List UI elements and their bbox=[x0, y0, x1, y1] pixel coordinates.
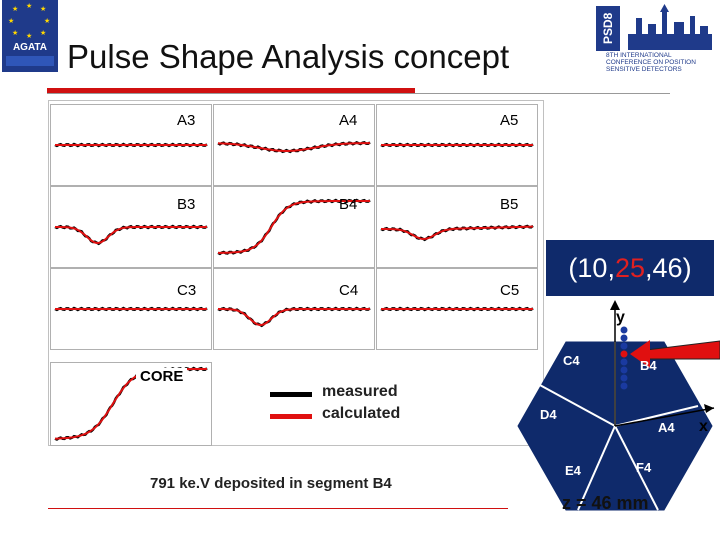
calculated-trace bbox=[55, 226, 207, 245]
hex-segment-e4: E4 bbox=[565, 463, 581, 478]
coord-open: ( bbox=[568, 252, 578, 283]
coord-sep-2: , bbox=[645, 252, 653, 283]
panel-label-b3: B3 bbox=[177, 196, 196, 213]
panel-label-a5: A5 bbox=[500, 112, 519, 129]
conference-text: 8TH INTERNATIONAL CONFERENCE ON POSITION… bbox=[606, 52, 696, 73]
hex-segment-a4: A4 bbox=[658, 420, 675, 435]
segment-divider-bottom-left bbox=[577, 425, 616, 511]
x-axis-label: x bbox=[699, 418, 708, 435]
signal-panel-a4 bbox=[213, 104, 375, 186]
panel-label-b4: B4 bbox=[339, 196, 358, 213]
title-rule bbox=[47, 93, 670, 94]
y-axis-label: y bbox=[616, 309, 625, 326]
depth-dots bbox=[620, 326, 628, 390]
coord-close: ) bbox=[682, 252, 692, 283]
measured-trace bbox=[54, 224, 208, 246]
agata-logo: ★ ★ ★ ★ ★ ★ ★ ★ AGATA bbox=[2, 0, 58, 72]
hex-segment-f4: F4 bbox=[636, 460, 652, 475]
x-axis bbox=[614, 407, 715, 427]
signal-panel-b4 bbox=[213, 186, 375, 268]
panel-label-c5: C5 bbox=[500, 282, 520, 299]
signal-panel-b3 bbox=[50, 186, 212, 268]
measured-swatch bbox=[270, 392, 312, 397]
calculated-label: calculated bbox=[322, 405, 401, 422]
signal-panel-a3 bbox=[50, 104, 212, 186]
coord-sep-1: , bbox=[607, 252, 615, 283]
bottom-rule bbox=[48, 508, 508, 509]
coordinate-box: (10,25,46) bbox=[546, 240, 714, 296]
panel-label-c4: C4 bbox=[339, 282, 359, 299]
segment-divider-bottom-right bbox=[614, 425, 659, 511]
agata-logo-text: AGATA bbox=[12, 42, 48, 53]
hex-segment-c4: C4 bbox=[563, 353, 580, 368]
coord-z: 46 bbox=[652, 252, 683, 283]
calculated-trace bbox=[217, 142, 370, 152]
segment-divider-right bbox=[614, 405, 699, 427]
calculated-trace bbox=[218, 308, 370, 327]
coord-x: 10 bbox=[577, 252, 608, 283]
signal-panel-c5 bbox=[376, 268, 538, 350]
panel-grid-frame bbox=[48, 100, 544, 446]
panel-label-c3: C3 bbox=[177, 282, 197, 299]
hex-segment-d4: D4 bbox=[540, 407, 557, 422]
measured-label: measured bbox=[322, 383, 398, 400]
y-axis-arrowhead bbox=[610, 300, 620, 310]
calculated-swatch bbox=[270, 414, 312, 419]
signal-panel-c4 bbox=[213, 268, 375, 350]
x-axis-arrowhead bbox=[704, 404, 714, 413]
hexagon-diagram bbox=[517, 300, 720, 511]
hex-segment-b4: B4 bbox=[640, 358, 657, 373]
panel-label-b5: B5 bbox=[500, 196, 519, 213]
z-depth-label: z = 46 mm bbox=[562, 493, 649, 513]
panel-label-core: CORE bbox=[136, 368, 188, 385]
measured-trace bbox=[217, 306, 371, 328]
page-title: Pulse Shape Analysis concept bbox=[67, 38, 510, 75]
panel-label-a3: A3 bbox=[177, 112, 196, 129]
calculated-trace bbox=[381, 225, 533, 241]
signal-panel-a5 bbox=[376, 104, 538, 186]
interaction-pointer-head bbox=[630, 340, 650, 368]
calculated-trace bbox=[218, 200, 370, 254]
psd8-logo: PSD8 8TH INTERNATIONAL CONFERENCE ON POS… bbox=[596, 4, 714, 76]
panel-label-a4: A4 bbox=[339, 112, 358, 129]
coord-y: 25 bbox=[614, 252, 646, 283]
segment-divider-left bbox=[537, 383, 616, 427]
energy-note: 791 ke.V deposited in segment B4 bbox=[150, 475, 392, 492]
signal-panel-c3 bbox=[50, 268, 212, 350]
title-underline bbox=[47, 88, 415, 93]
signal-panel-b5 bbox=[376, 186, 538, 268]
signal-panel-core bbox=[50, 362, 212, 446]
